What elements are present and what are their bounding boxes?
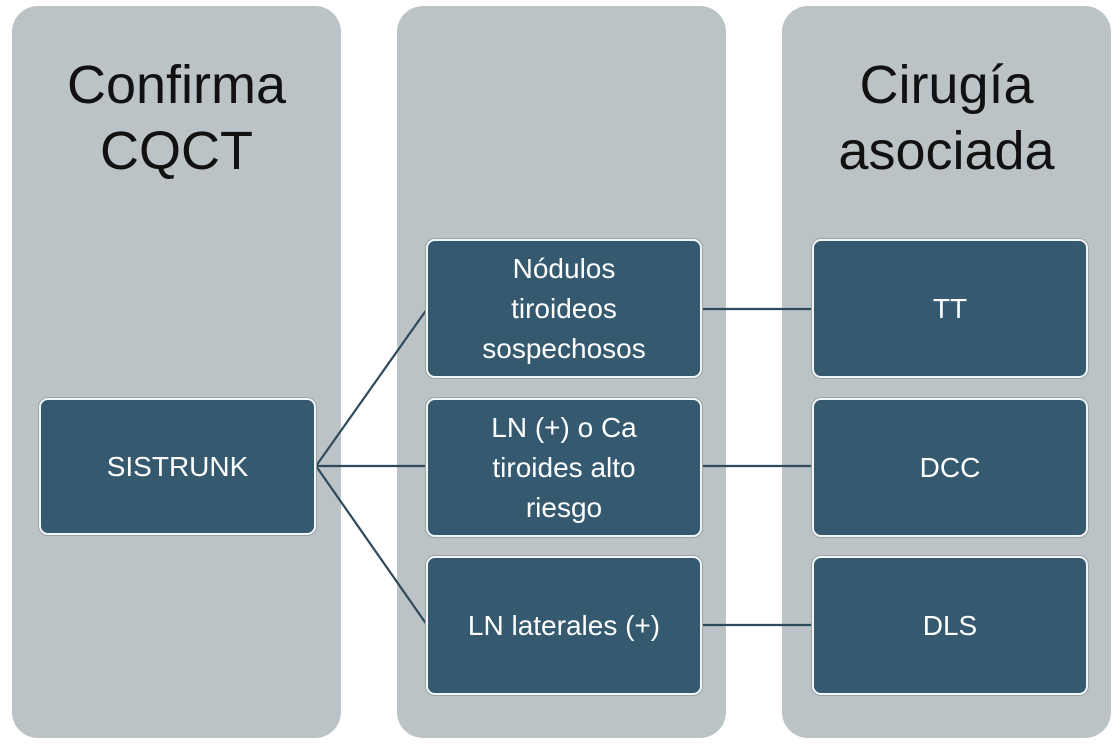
column-title-line1: Confirma — [66, 55, 287, 115]
surgery-node-3-label: DLS — [922, 609, 978, 641]
finding-node-2: LN (+) o Ca tiroides alto riesgo — [426, 398, 702, 537]
finding-node-1: Nódulos tiroideos sospechosos — [426, 239, 702, 378]
surgery-node-1-label: TT — [932, 292, 968, 324]
connector-root-to-finding-1 — [315, 308, 428, 467]
connector-root-to-finding-3 — [315, 465, 428, 626]
column-title: Confirma CQCT — [12, 52, 341, 184]
column-confirma-cqct: Confirma CQCT — [12, 6, 341, 738]
finding-node-3-line1: LN laterales (+) — [467, 609, 661, 641]
finding-node-2-line2: tiroides alto — [492, 451, 636, 483]
column-title-line2: CQCT — [100, 121, 253, 181]
surgery-node-2: DCC — [812, 398, 1088, 537]
finding-node-2-line3: riesgo — [525, 491, 603, 523]
root-node-sistrunk: SISTRUNK — [39, 398, 316, 535]
finding-node-1-line2: tiroideos — [511, 292, 617, 324]
finding-node-2-line1: LN (+) o Ca — [491, 411, 637, 443]
surgery-node-3: DLS — [812, 556, 1088, 695]
column-title: Cirugía asociada — [782, 52, 1111, 184]
surgery-node-2-label: DCC — [919, 451, 981, 483]
column-title-line1: Cirugía — [859, 55, 1034, 115]
finding-node-3: LN laterales (+) — [426, 556, 702, 695]
finding-node-1-line3: sospechosos — [482, 332, 646, 364]
finding-node-1-line1: Nódulos — [512, 252, 616, 284]
surgery-node-1: TT — [812, 239, 1088, 378]
root-node-label: SISTRUNK — [106, 450, 249, 482]
column-title-line2: asociada — [838, 121, 1055, 181]
